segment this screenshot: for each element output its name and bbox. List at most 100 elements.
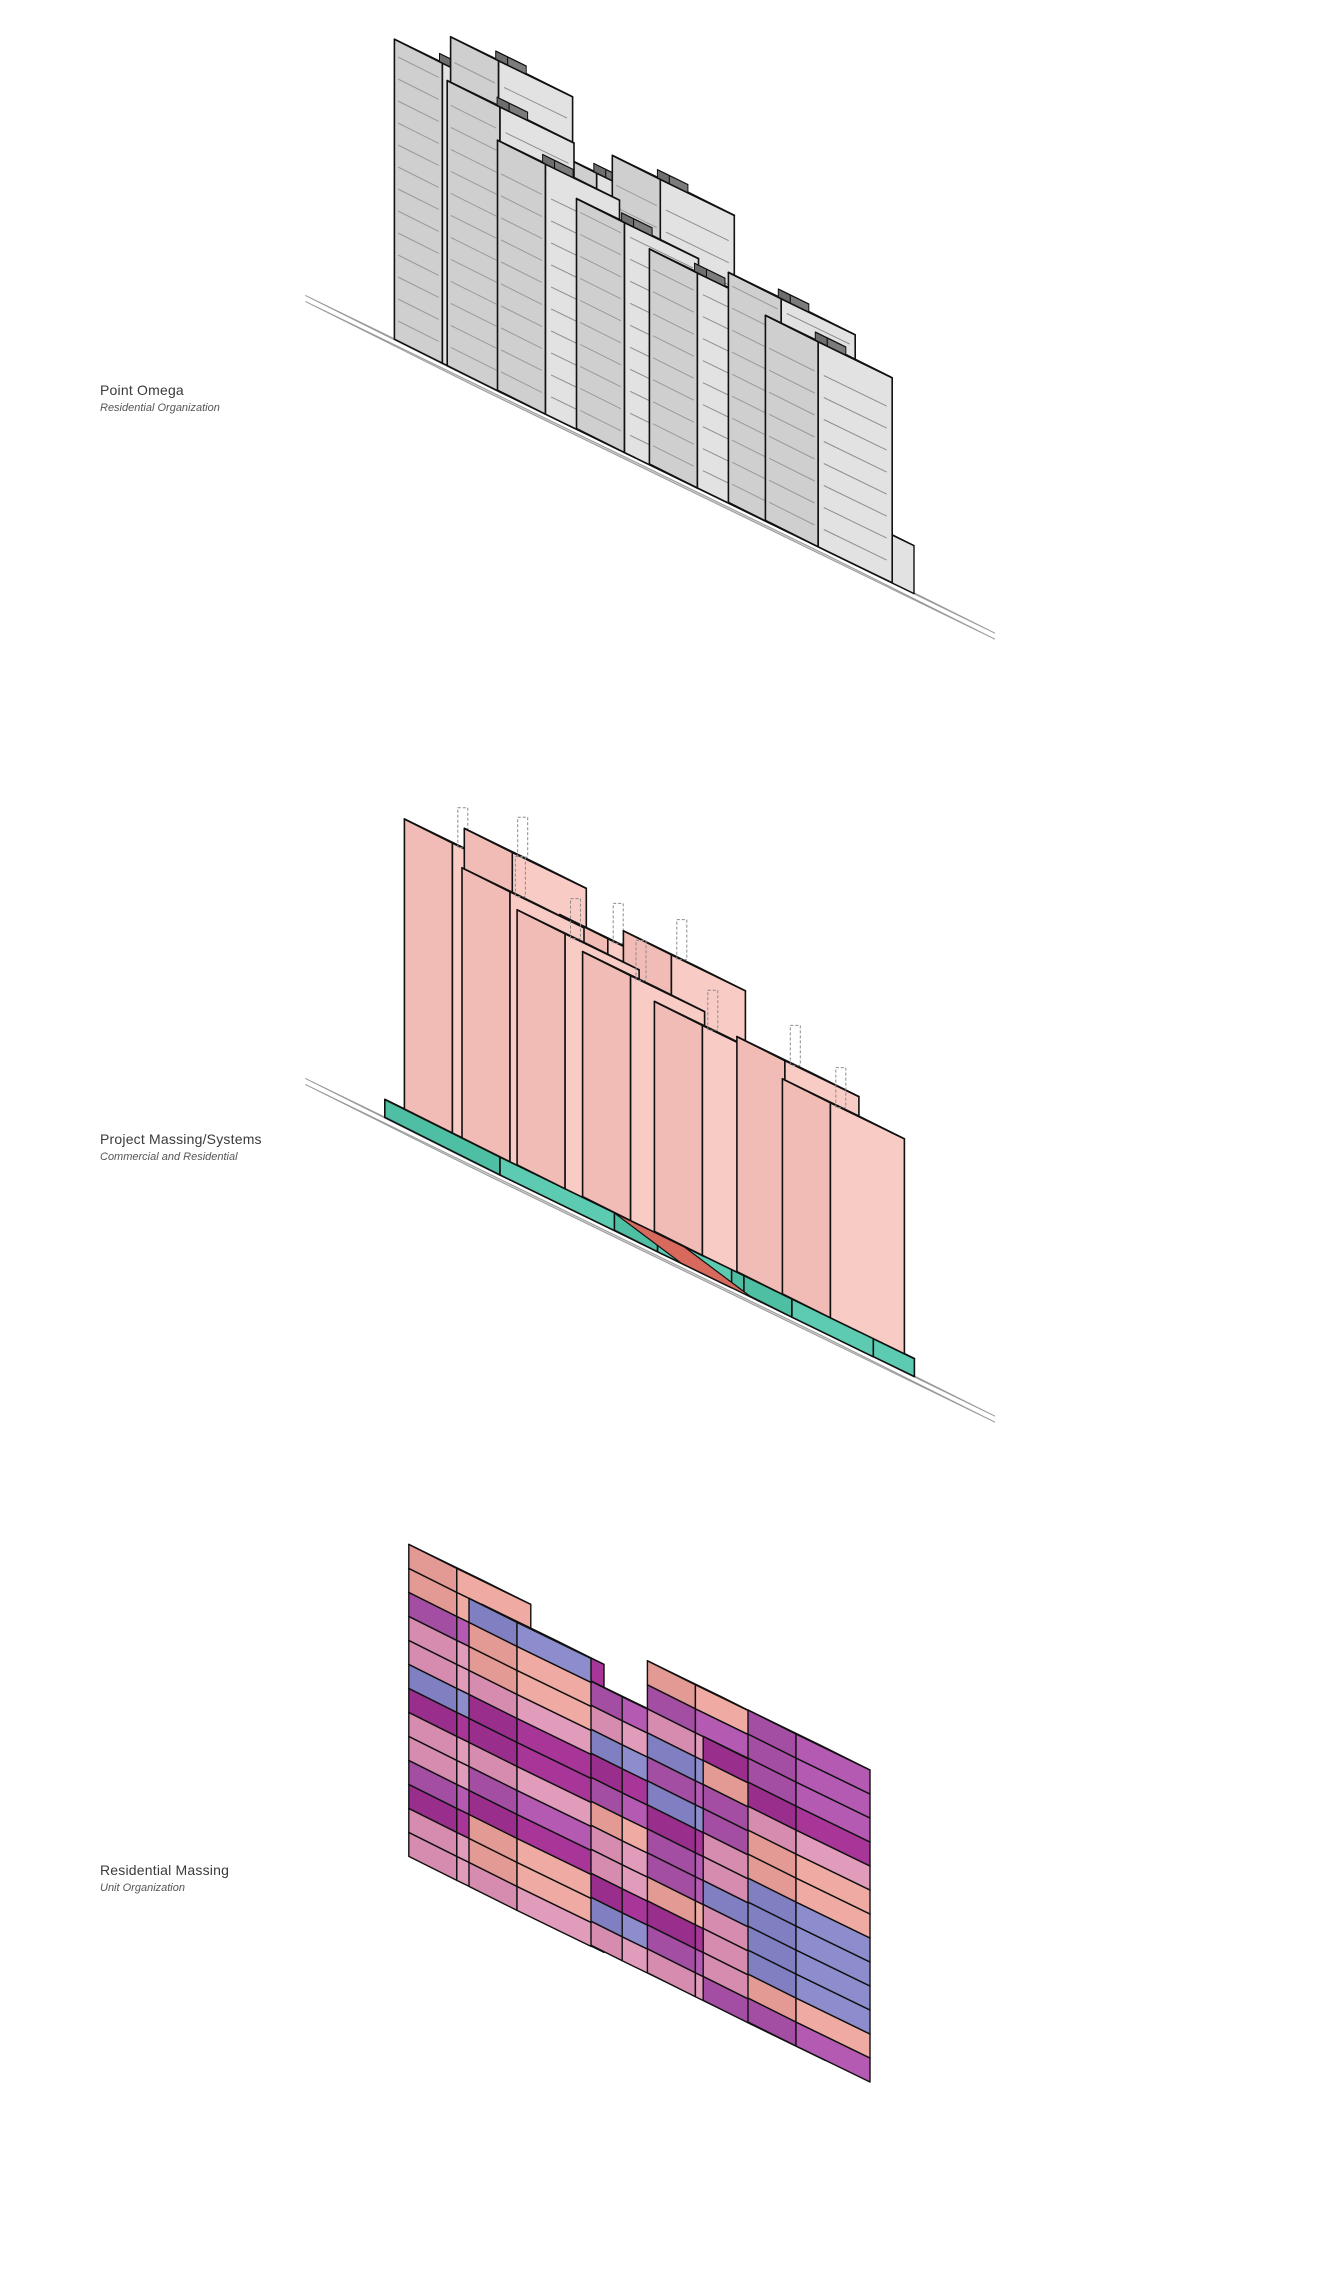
tower-9-side-a bbox=[781, 1077, 832, 1319]
balcony-line bbox=[768, 391, 815, 416]
balcony-line bbox=[579, 409, 622, 432]
tower-4-side-a bbox=[461, 867, 511, 1163]
balcony-line bbox=[579, 321, 622, 344]
balcony-line bbox=[500, 217, 543, 239]
tower-6-top bbox=[581, 950, 706, 1013]
balcony-line bbox=[500, 195, 543, 217]
tower-podium-axonometric bbox=[305, 807, 996, 1423]
caption-project-massing: Project Massing/Systems Commercial and R… bbox=[100, 1131, 262, 1163]
balcony-line bbox=[397, 100, 440, 122]
balcony-line bbox=[505, 132, 569, 164]
balcony-line bbox=[397, 298, 440, 320]
balcony-line bbox=[450, 148, 497, 173]
balcony-line bbox=[579, 277, 622, 300]
balcony-line bbox=[768, 347, 815, 372]
balcony-line bbox=[823, 485, 887, 517]
balcony-line bbox=[579, 211, 622, 234]
core-shaft bbox=[517, 816, 529, 858]
caption-residential-massing: Residential Massing Unit Organization bbox=[100, 1862, 229, 1894]
roof-stub-top bbox=[496, 96, 529, 113]
balcony-line bbox=[500, 261, 543, 283]
balcony-line bbox=[397, 254, 440, 276]
roof-stub-top bbox=[814, 331, 847, 348]
balcony-line bbox=[397, 122, 440, 144]
balcony-line bbox=[652, 291, 695, 313]
tower-4-top bbox=[461, 867, 585, 929]
balcony-line bbox=[786, 313, 850, 345]
tower-8-top bbox=[736, 1035, 860, 1098]
roof-stub-top bbox=[694, 262, 726, 279]
balcony-line bbox=[665, 231, 729, 264]
roof-stub-top bbox=[621, 212, 653, 229]
balcony-line bbox=[450, 346, 497, 371]
unit-block-top bbox=[468, 1597, 592, 1660]
tower-9-side-b bbox=[829, 1101, 906, 1355]
balcony-line bbox=[665, 209, 729, 242]
balcony-line bbox=[397, 276, 440, 298]
balcony-line bbox=[500, 371, 543, 393]
balcony-line bbox=[768, 413, 815, 438]
balcony-line bbox=[450, 104, 497, 129]
balcony-line bbox=[823, 375, 887, 407]
balcony-line bbox=[579, 299, 622, 322]
balcony-line bbox=[450, 214, 497, 239]
tower-8-side-a bbox=[736, 1035, 786, 1297]
balcony-line bbox=[652, 445, 695, 467]
balcony-line bbox=[652, 379, 695, 401]
balcony-line bbox=[768, 435, 815, 460]
unit-block-top bbox=[408, 1543, 532, 1606]
balcony-line bbox=[397, 144, 440, 166]
balcony-line bbox=[579, 365, 622, 388]
unit-massing-axonometric bbox=[408, 1543, 871, 2083]
diagram-subtitle: Commercial and Residential bbox=[100, 1151, 238, 1163]
tower-3-top bbox=[622, 930, 747, 992]
tower-0-side-a bbox=[393, 38, 444, 365]
balcony-line bbox=[629, 236, 694, 269]
tower-6-side-a bbox=[581, 950, 632, 1222]
balcony-line bbox=[579, 233, 622, 256]
white-massing-axonometric bbox=[305, 35, 996, 640]
balcony-line bbox=[579, 387, 622, 410]
balcony-line bbox=[615, 184, 657, 207]
balcony-line bbox=[500, 173, 543, 195]
tower-9-top bbox=[781, 1077, 906, 1140]
balcony-line bbox=[768, 457, 815, 482]
balcony-line bbox=[768, 479, 815, 504]
site-plinth-edge bbox=[305, 1083, 996, 1423]
balcony-line bbox=[450, 280, 497, 305]
balcony-line bbox=[450, 302, 497, 327]
roof-stub-top bbox=[656, 169, 689, 186]
balcony-line bbox=[397, 56, 440, 78]
balcony-line bbox=[450, 170, 497, 195]
tower-7-side-a bbox=[653, 1000, 704, 1257]
balcony-line bbox=[397, 210, 440, 232]
tower-5-top bbox=[516, 909, 640, 971]
balcony-line bbox=[500, 239, 543, 261]
balcony-line bbox=[768, 369, 815, 394]
balcony-line bbox=[823, 529, 887, 561]
core-shaft bbox=[789, 1024, 801, 1066]
unit-block-top bbox=[747, 1709, 871, 1771]
balcony-line bbox=[652, 335, 695, 357]
balcony-line bbox=[823, 397, 887, 429]
core-shaft bbox=[676, 919, 688, 961]
roof-stub-top bbox=[495, 50, 527, 67]
balcony-line bbox=[823, 463, 887, 495]
core-shaft bbox=[707, 989, 719, 1031]
diagram-title: Point Omega bbox=[100, 382, 184, 398]
balcony-line bbox=[652, 423, 695, 445]
balcony-line bbox=[652, 401, 695, 423]
balcony-line bbox=[652, 269, 695, 291]
balcony-line bbox=[503, 87, 568, 119]
balcony-line bbox=[397, 78, 440, 100]
balcony-line bbox=[579, 343, 622, 366]
diagram-title: Project Massing/Systems bbox=[100, 1131, 262, 1147]
diagram-residential-massing: Residential Massing Unit Organization bbox=[0, 1530, 1340, 2295]
diagram-subtitle: Unit Organization bbox=[100, 1882, 185, 1894]
balcony-line bbox=[450, 192, 497, 217]
site-plinth-edge bbox=[305, 300, 996, 640]
tower-0-side-a bbox=[403, 818, 454, 1134]
balcony-line bbox=[500, 305, 543, 327]
unit-block-top bbox=[646, 1660, 771, 1722]
balcony-line bbox=[579, 255, 622, 278]
